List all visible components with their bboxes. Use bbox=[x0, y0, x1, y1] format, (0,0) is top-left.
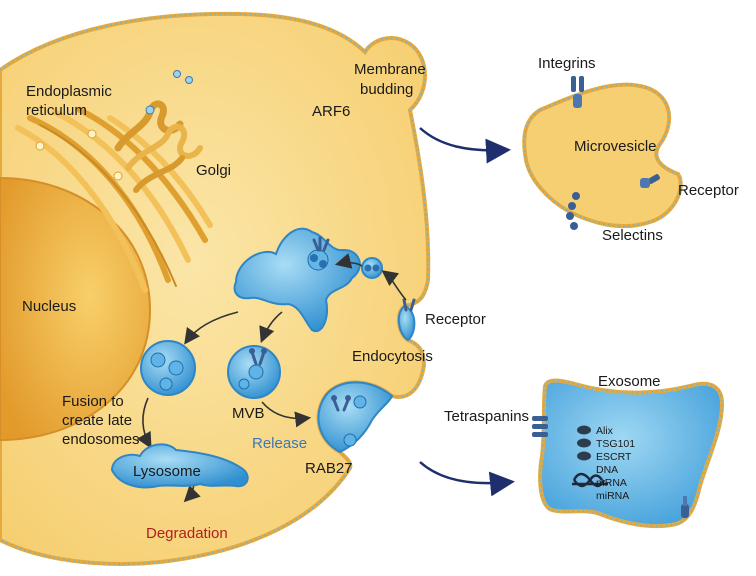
small-vesicle bbox=[185, 76, 193, 84]
er-label-line2: reticulum bbox=[26, 102, 87, 119]
selectins-label: Selectins bbox=[602, 227, 663, 244]
receptor-mv-label: Receptor bbox=[678, 182, 739, 199]
dna-helix-icon bbox=[572, 472, 608, 488]
multivesicular-body bbox=[227, 345, 281, 399]
early-endosome bbox=[233, 227, 361, 333]
endocytic-vesicle bbox=[361, 257, 383, 279]
membrane-budding-label-line1: Membrane bbox=[354, 61, 426, 78]
mvb-label: MVB bbox=[232, 405, 265, 422]
tetraspanin-protein bbox=[532, 416, 548, 437]
small-vesicle bbox=[173, 70, 181, 78]
exosome-cargo-escrt: ESCRT bbox=[596, 451, 632, 463]
microvesicle-label: Microvesicle bbox=[574, 138, 657, 155]
export-arrows bbox=[419, 127, 515, 497]
cargo-dot-icon bbox=[577, 425, 591, 435]
nucleus-label: Nucleus bbox=[22, 298, 76, 315]
lysosome bbox=[110, 443, 249, 489]
integrins-label: Integrins bbox=[538, 55, 596, 72]
exosome bbox=[532, 378, 725, 529]
integrin-protein bbox=[571, 76, 584, 108]
fusion-label-line3: endosomes bbox=[62, 431, 140, 448]
fusion-label-line1: Fusion to bbox=[62, 393, 124, 410]
cargo-dot-icon bbox=[577, 438, 591, 448]
exosome-cargo-mirna: miRNA bbox=[596, 490, 629, 502]
arf6-label: ARF6 bbox=[312, 103, 350, 120]
endoplasmic-reticulum bbox=[15, 107, 213, 293]
er-label-line1: Endoplasmic bbox=[26, 83, 112, 100]
lysosome-label: Lysosome bbox=[133, 463, 201, 480]
exosome-label: Exosome bbox=[598, 373, 661, 390]
nucleus: Nucleus bbox=[0, 176, 152, 442]
membrane-budding-label-line2: budding bbox=[360, 81, 413, 98]
exosome-cargo-dna: DNA bbox=[596, 464, 618, 476]
golgi-vesicle bbox=[145, 105, 155, 115]
endocytosis-label: Endocytosis bbox=[352, 348, 433, 365]
late-endosome bbox=[140, 340, 196, 396]
degradation-label: Degradation bbox=[146, 525, 228, 542]
er-vesicle bbox=[87, 129, 97, 139]
exosome-cargo-mrna: mRNA bbox=[596, 477, 627, 489]
tetraspanins-label: Tetraspanins bbox=[444, 408, 529, 425]
receptor-protein bbox=[640, 174, 660, 188]
fusion-label-line2: create late bbox=[62, 412, 132, 429]
selectin-protein bbox=[566, 192, 580, 230]
endocytosis-pit bbox=[397, 298, 416, 342]
membrane-protein bbox=[681, 496, 689, 518]
cargo-dot-icon bbox=[577, 451, 591, 461]
receptor-endo-label: Receptor bbox=[425, 311, 486, 328]
exosome-cargo-tsg101: TSG101 bbox=[596, 438, 635, 450]
golgi bbox=[114, 100, 203, 193]
exosome-cargo-alix: Alix bbox=[596, 425, 614, 437]
er-vesicle bbox=[113, 171, 123, 181]
microvesicle bbox=[522, 76, 683, 230]
release-pocket bbox=[317, 381, 394, 454]
er-vesicle bbox=[35, 141, 45, 151]
rab27-label: RAB27 bbox=[305, 460, 353, 477]
release-label: Release bbox=[252, 435, 307, 452]
golgi-label: Golgi bbox=[196, 162, 231, 179]
